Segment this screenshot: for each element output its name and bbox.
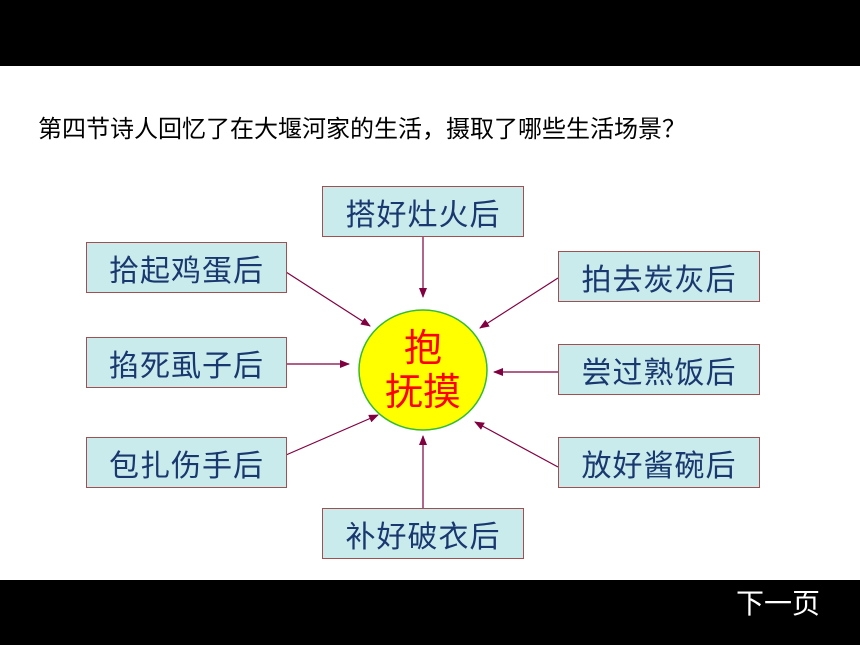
top-bar [0,0,860,66]
bottom-bar [0,580,860,645]
box-right-3: 放好酱碗后 [558,437,760,488]
center-label: 抱 抚摸 [359,310,487,430]
arrow-right3 [474,421,559,468]
arrow-left1 [285,271,371,327]
center-label-line1: 抱 [403,326,442,370]
center-circle [358,309,488,431]
arrow-left3 [285,414,379,456]
box-right-1: 拍去炭灰后 [558,251,760,302]
box-top: 搭好灶火后 [322,186,524,237]
box-left-3: 包扎伤手后 [86,437,287,488]
question-text: 第四节诗人回忆了在大堰河家的生活，摄取了哪些生活场景？ [38,115,686,143]
arrow-right1 [479,277,559,329]
next-page-button[interactable]: 下一页 [735,587,820,620]
box-left-1: 拾起鸡蛋后 [86,242,287,293]
box-right-2: 尝过熟饭后 [558,344,760,395]
box-left-2: 掐死虱子后 [86,337,287,388]
box-bottom: 补好破衣后 [322,508,524,559]
center-label-line2: 抚摸 [384,370,461,414]
